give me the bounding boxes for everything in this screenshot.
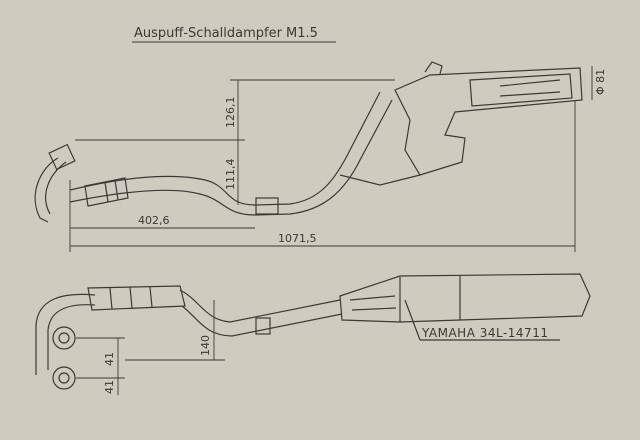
side-pipe-lower [181,305,343,337]
main-pipe-upper [69,91,381,206]
side-clamp [255,317,271,335]
dim-41-lower: 41 [103,380,116,394]
downpipe-outer [35,293,96,375]
dim-phi-81: Φ 81 [594,69,607,95]
downpipe-inner [47,304,96,370]
side-dimensions [76,300,225,395]
shield-rib [109,287,113,310]
header-pipe-outer [34,157,59,223]
exhaust-port-upper [52,326,76,350]
part-leader [404,299,421,341]
top-dimensions [69,66,593,252]
dim-1071-5: 1071,5 [278,232,317,245]
shield-rib [129,286,133,309]
muffler-body [394,67,583,176]
side-heat-shield [87,285,186,311]
mount-bracket [339,174,421,186]
mount-tab [424,61,443,75]
muffler-guard [349,295,397,311]
dim-111-4: 111,4 [224,159,237,191]
shield-rib [149,286,153,308]
dim-140: 140 [199,335,212,356]
exhaust-port-lower [52,366,76,390]
heat-shield-rib [104,181,109,203]
main-pipe-lower [69,99,393,216]
part-number: YAMAHA 34L-14711 [421,326,548,340]
drawing-title: Auspuff-Schalldampfer M1.5 [134,26,318,41]
exhaust-port-upper-inner [58,332,70,344]
header-pipe-inner [45,161,67,215]
dim-402-6: 402,6 [138,214,170,227]
heat-shield [84,177,129,207]
muffler-tip [469,73,573,107]
muffler-tip-detail [499,79,561,97]
dim-41-upper: 41 [103,352,116,366]
side-view [35,273,591,390]
heat-shield-rib [114,179,119,201]
header-flange [48,143,76,171]
side-muffler [339,273,591,323]
top-view [34,61,583,223]
pipe-clamp [255,197,279,215]
dim-126-1: 126,1 [224,97,237,129]
side-pipe-upper [179,289,341,323]
exhaust-port-lower-inner [58,372,70,384]
